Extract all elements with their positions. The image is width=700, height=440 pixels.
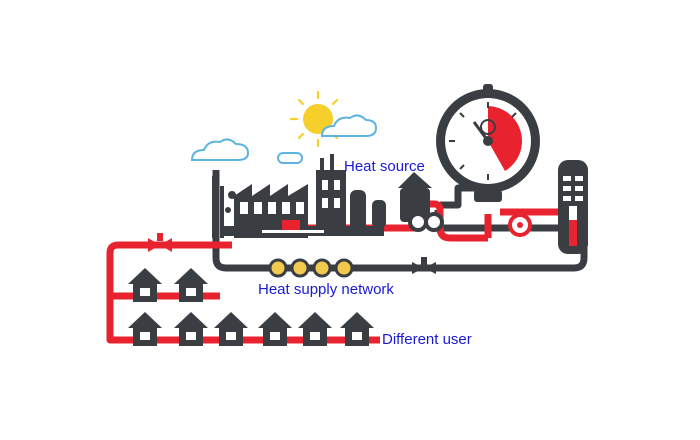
flow-meter-icon — [268, 258, 354, 278]
sun-icon — [289, 90, 347, 148]
house-icon — [174, 268, 208, 302]
house-icon — [128, 312, 162, 346]
house-icon — [174, 312, 208, 346]
valve-icon — [412, 257, 436, 274]
house-icon — [298, 312, 332, 346]
house-icon — [258, 312, 292, 346]
house-icon — [340, 312, 374, 346]
cloud-icon — [320, 114, 378, 137]
pump-icon — [408, 212, 444, 232]
cloud-icon — [277, 152, 303, 164]
heat-source-label: Heat source — [344, 158, 425, 175]
valve-icon — [148, 233, 172, 252]
pressure-gauge-icon — [436, 84, 540, 202]
different-user-label: Different user — [382, 331, 472, 348]
house-icon — [214, 312, 248, 346]
factory-icon — [212, 154, 432, 238]
heat-supply-network-label: Heat supply network — [258, 281, 394, 298]
thermometer-icon — [558, 160, 588, 254]
pump-icon — [508, 213, 532, 237]
house-icon — [128, 268, 162, 302]
cloud-icon — [190, 138, 250, 161]
